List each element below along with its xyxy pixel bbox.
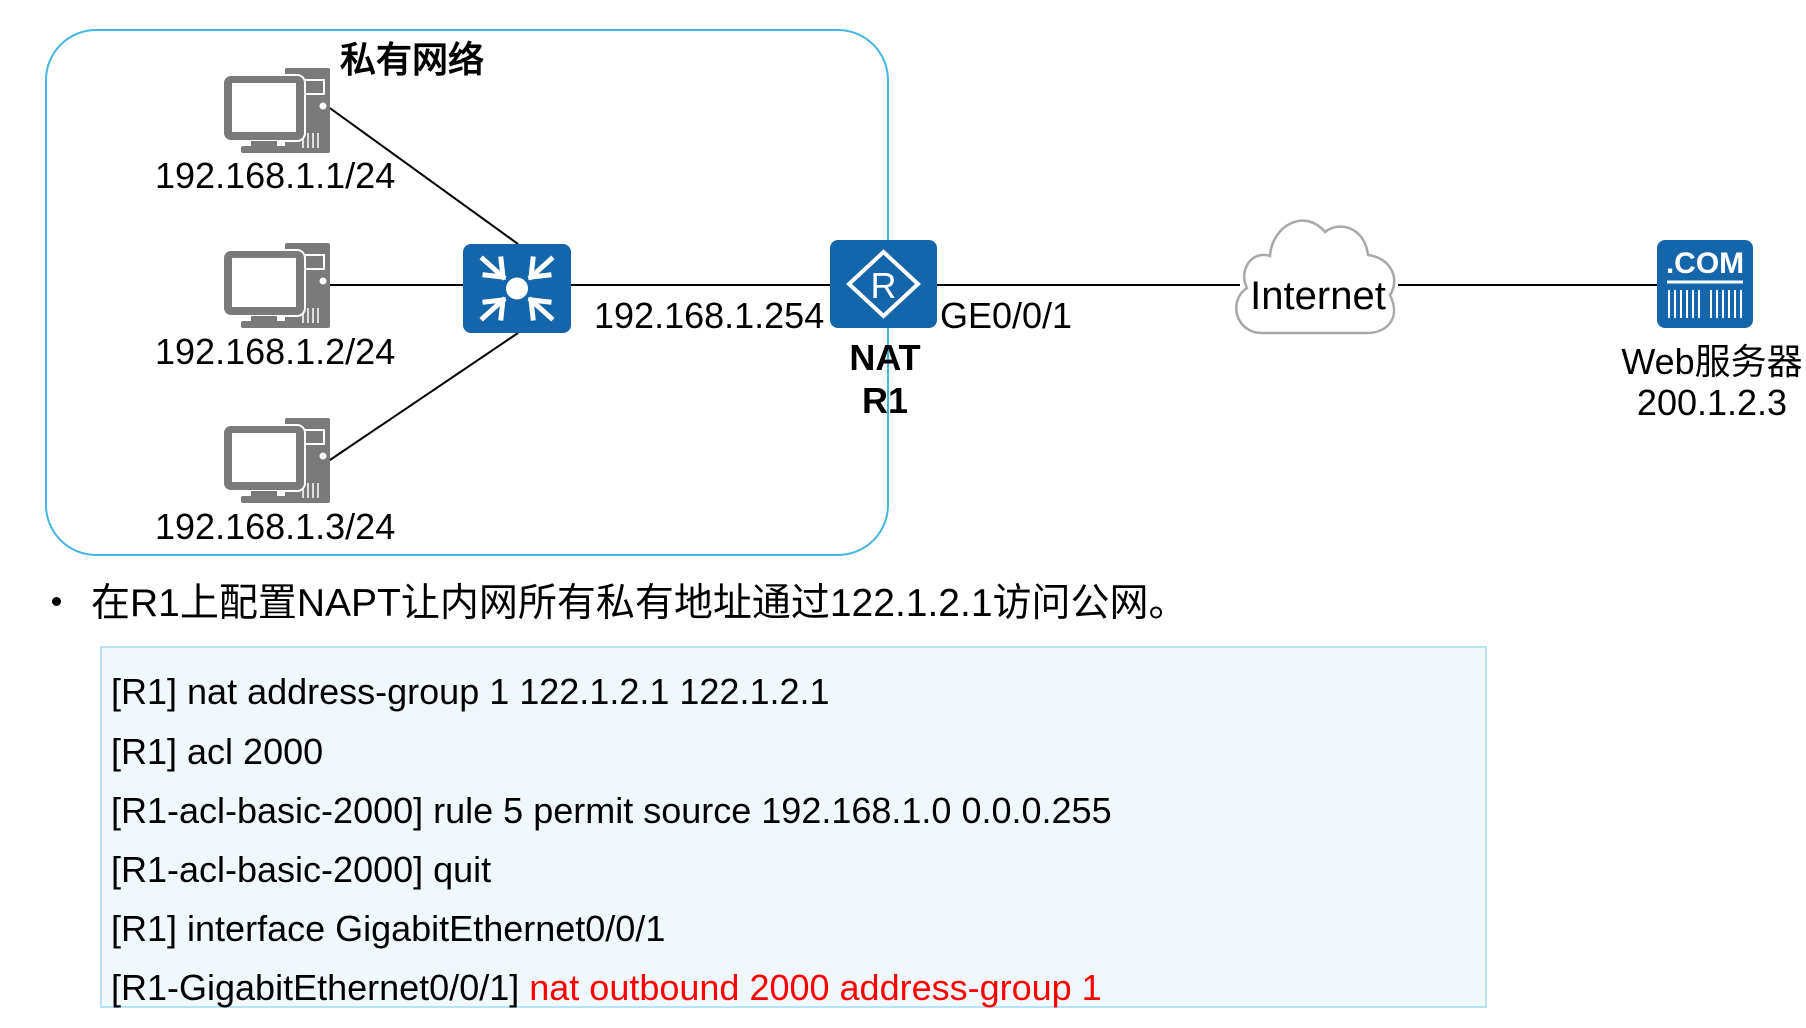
config-prompt: [R1]: [111, 908, 178, 949]
router-outside-interface-label: GE0/0/1: [940, 295, 1073, 336]
link-pc3-switch: [326, 332, 519, 463]
web-server-ip-label: 200.1.2.3: [1636, 382, 1788, 423]
switch-icon[interactable]: [463, 244, 571, 333]
task-description: 在R1上配置NAPT让内网所有私有地址通过122.1.2.1访问公网。: [52, 584, 1188, 623]
bullet-dot: [52, 597, 61, 607]
pc-icon[interactable]: [222, 243, 330, 328]
router-name-label: R1: [861, 380, 909, 421]
config-prompt: [R1-GigabitEthernet0/0/1]: [111, 967, 520, 1008]
config-prompt: [R1-acl-basic-2000]: [111, 790, 424, 831]
config-prompt: [R1-acl-basic-2000]: [111, 849, 424, 890]
config-command: quit: [423, 849, 492, 890]
web-server-icon-text: .COM: [1666, 247, 1744, 280]
router-icon[interactable]: [830, 240, 937, 328]
config-line: [R1] nat address-group 1 122.1.2.1 122.1…: [111, 674, 830, 710]
router-inside-ip-label: 192.168.1.254: [594, 295, 825, 336]
router-role-label: NAT: [849, 337, 921, 378]
host-ip-label: 192.168.1.3/24: [155, 506, 396, 547]
host-ip-label: 192.168.1.1/24: [155, 155, 396, 196]
pc-icon[interactable]: [222, 418, 330, 503]
config-prompt: [R1]: [111, 671, 178, 712]
pc-icon[interactable]: [222, 68, 330, 153]
config-code-block: [R1] nat address-group 1 122.1.2.1 122.1…: [100, 646, 1487, 1008]
task-description-text: 在R1上配置NAPT让内网所有私有地址通过122.1.2.1访问公网。: [91, 582, 1188, 625]
config-line: [R1] acl 2000: [111, 734, 323, 770]
link-pc1-switch: [326, 105, 519, 245]
config-command-highlight: nat outbound 2000 address-group 1: [529, 967, 1102, 1008]
config-command: [519, 967, 529, 1008]
config-command: nat address-group 1 122.1.2.1 122.1.2.1: [177, 671, 830, 712]
config-command: acl 2000: [177, 731, 324, 772]
web-server-label: Web服务器: [1621, 341, 1803, 382]
config-command: rule 5 permit source 192.168.1.0 0.0.0.2…: [423, 790, 1112, 831]
router-icon-letter: R: [871, 265, 897, 306]
config-command: interface GigabitEthernet0/0/1: [177, 908, 666, 949]
config-line: [R1-acl-basic-2000] quit: [111, 852, 491, 888]
private-network-title: 私有网络: [340, 39, 485, 80]
config-line: [R1-acl-basic-2000] rule 5 permit source…: [111, 793, 1112, 829]
config-line: [R1] interface GigabitEthernet0/0/1: [111, 911, 665, 947]
host-ip-label: 192.168.1.2/24: [155, 331, 396, 372]
internet-label: Internet: [1250, 274, 1386, 318]
cloud-icon[interactable]: [1235, 219, 1396, 335]
config-prompt: [R1]: [111, 731, 178, 772]
web-server-icon[interactable]: [1657, 240, 1753, 328]
config-line: [R1-GigabitEthernet0/0/1] nat outbound 2…: [111, 970, 1102, 1006]
